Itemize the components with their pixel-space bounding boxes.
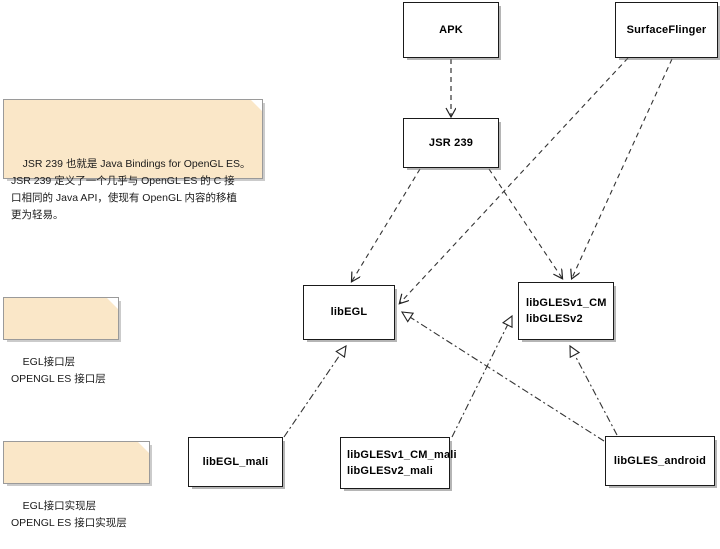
node-apk[interactable]: APK <box>403 2 499 58</box>
note-impl-layer: EGL接口实现层 OPENGL ES 接口实现层 <box>3 441 150 529</box>
node-jsr239[interactable]: JSR 239 <box>403 118 499 168</box>
edge-libglesmali-realizes-libglesv1cm <box>451 314 513 438</box>
note-fold-line-icon <box>103 298 118 313</box>
edge-libeglmali-realizes-libegl <box>283 344 347 438</box>
diagram-canvas: APK SurfaceFlinger JSR 239 libEGL libGLE… <box>0 0 720 494</box>
node-libegl-mali-label: libEGL_mali <box>202 455 269 468</box>
node-libegl-label: libEGL <box>330 306 368 318</box>
node-libglesv1cm[interactable]: libGLESv1_CM libGLESv2 <box>518 282 614 340</box>
edge-libglesandroid-realizes-libglesv1cm <box>569 344 618 436</box>
node-libglesmali[interactable]: libGLESv1_CM_mali libGLESv2_mali <box>340 437 457 489</box>
note-interface-layer-text: EGL接口层 OPENGL ES 接口层 <box>11 356 106 385</box>
note-fold-line-icon <box>247 100 262 115</box>
node-libgles-android[interactable]: libGLES_android <box>605 436 715 486</box>
node-libegl-mali[interactable]: libEGL_mali <box>188 437 283 487</box>
node-apk-label: APK <box>439 23 463 36</box>
node-libglesv2-mali-label: libGLESv2_mali <box>347 464 433 477</box>
node-libglesv2-label: libGLESv2 <box>526 312 583 325</box>
edge-surfaceflinger-to-libglesv1cm <box>572 58 673 278</box>
note-interface-layer: EGL接口层 OPENGL ES 接口层 <box>3 297 119 385</box>
node-surfaceflinger[interactable]: SurfaceFlinger <box>615 2 718 58</box>
node-jsr239-label: JSR 239 <box>428 136 474 149</box>
edge-jsr239-to-libglesv1cm <box>488 168 562 278</box>
note-impl-layer-text: EGL接口实现层 OPENGL ES 接口实现层 <box>11 500 127 529</box>
node-libegl[interactable]: libEGL <box>303 285 395 340</box>
node-libglesv1cm-mali-label: libGLESv1_CM_mali <box>347 448 457 461</box>
node-surfaceflinger-label: SurfaceFlinger <box>626 23 707 36</box>
note-jsr239: JSR 239 也就是 Java Bindings for OpenGL ES。… <box>3 99 263 221</box>
note-jsr239-text: JSR 239 也就是 Java Bindings for OpenGL ES。… <box>11 158 251 221</box>
node-libgles-android-label: libGLES_android <box>613 454 707 467</box>
edge-jsr239-to-libegl <box>352 168 421 281</box>
edge-surfaceflinger-to-libegl <box>400 57 629 303</box>
note-fold-line-icon <box>134 442 149 457</box>
edge-layer <box>283 57 673 442</box>
node-libglesv1cm-label: libGLESv1_CM <box>526 296 607 309</box>
